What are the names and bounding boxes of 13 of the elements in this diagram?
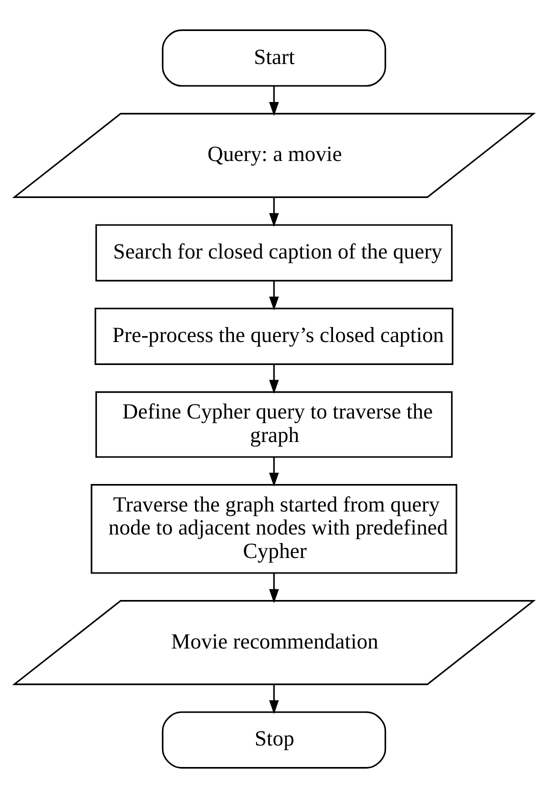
arrow <box>269 684 279 714</box>
arrow <box>269 86 279 116</box>
node-box: Define Cypher query to traverse the graph <box>95 391 453 458</box>
arrow <box>269 198 279 228</box>
node-box: Start <box>162 29 386 87</box>
arrow <box>269 364 279 394</box>
arrow <box>269 574 279 604</box>
node-box: Search for closed caption of the query <box>95 224 453 282</box>
node-box: Stop <box>162 711 386 769</box>
node-box: Pre-process the query’s closed caption <box>94 308 454 365</box>
node-box: Traverse the graph started from query node to adjacent nodes with predefined Cypher <box>90 484 458 574</box>
arrow <box>269 280 279 310</box>
arrow <box>269 457 279 487</box>
